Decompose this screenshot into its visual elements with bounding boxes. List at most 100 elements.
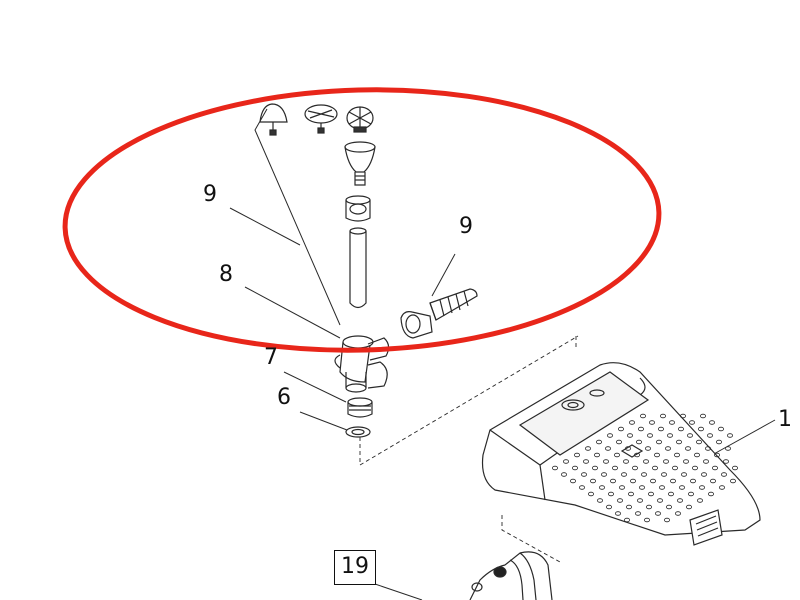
vent-hole xyxy=(689,420,696,425)
vent-hole xyxy=(592,465,599,471)
vent-hole xyxy=(579,485,586,490)
assembly-guide-lines xyxy=(359,335,579,563)
vent-hole xyxy=(563,459,570,464)
vent-hole xyxy=(608,491,615,497)
vent-hole xyxy=(627,433,634,438)
vent-hole xyxy=(583,459,590,464)
vent-hole xyxy=(601,472,608,477)
vent-hole xyxy=(648,491,655,497)
extension-tube xyxy=(349,227,367,309)
vent-hole xyxy=(590,478,597,484)
nozzle-lattice-head xyxy=(346,106,374,133)
vent-hole xyxy=(707,433,714,438)
vent-hole xyxy=(730,478,737,484)
vent-hole xyxy=(612,465,619,471)
vent-hole xyxy=(640,413,647,419)
vent-hole xyxy=(686,504,693,510)
vent-hole xyxy=(718,426,725,432)
vent-hole xyxy=(597,498,604,503)
vent-hole xyxy=(594,452,601,458)
vent-hole xyxy=(649,420,656,425)
vent-hole xyxy=(685,446,692,451)
vent-hole xyxy=(688,491,695,497)
vent-hole xyxy=(669,420,676,425)
vent-hole xyxy=(719,485,726,490)
vent-hole xyxy=(694,452,701,458)
vent-hole xyxy=(634,452,641,458)
vent-hole xyxy=(618,426,625,432)
vent-hole xyxy=(698,426,705,432)
vent-hole xyxy=(687,433,694,438)
pump-body xyxy=(469,551,553,600)
vent-hole xyxy=(657,498,664,503)
nozzle-cross-head xyxy=(304,104,338,134)
vent-hole xyxy=(716,439,723,445)
vent-hole xyxy=(570,478,577,484)
vent-hole xyxy=(700,413,707,419)
vent-hole xyxy=(674,452,681,458)
vent-hole xyxy=(725,446,732,451)
callout-8: 8 xyxy=(219,262,233,287)
vent-hole xyxy=(712,465,719,471)
callout-7: 7 xyxy=(264,345,278,370)
vent-hole xyxy=(623,459,630,464)
vent-hole xyxy=(660,413,667,419)
callout-6: 6 xyxy=(277,385,291,410)
vent-hole xyxy=(624,517,631,523)
vent-hole xyxy=(636,439,643,445)
vent-hole xyxy=(621,472,628,477)
vent-hole xyxy=(652,465,659,471)
vent-hole xyxy=(727,433,734,438)
vent-hole xyxy=(666,504,673,510)
vent-hole xyxy=(635,511,642,516)
vent-hole xyxy=(641,472,648,477)
vent-hole xyxy=(710,478,717,484)
vent-hole xyxy=(647,433,654,438)
vent-hole xyxy=(714,452,721,458)
vent-hole xyxy=(678,426,685,432)
vent-hole xyxy=(572,465,579,471)
vent-hole xyxy=(626,504,633,510)
leader-lines xyxy=(229,108,776,600)
vent-hole xyxy=(619,485,626,490)
vent-hole xyxy=(681,472,688,477)
vent-hole xyxy=(616,439,623,445)
vent-hole xyxy=(701,472,708,477)
vent-hole xyxy=(603,459,610,464)
callout-19: 19 xyxy=(334,550,376,585)
vent-hole xyxy=(581,472,588,477)
vent-hole xyxy=(650,478,657,484)
vent-hole xyxy=(664,517,671,523)
vent-hole xyxy=(610,478,617,484)
vent-hole xyxy=(639,485,646,490)
vent-hole xyxy=(606,504,613,510)
vent-hole xyxy=(645,446,652,451)
vent-hole xyxy=(683,459,690,464)
vent-hole xyxy=(668,491,675,497)
vent-hole xyxy=(625,446,632,451)
vent-hole xyxy=(699,485,706,490)
vent-hole xyxy=(676,439,683,445)
vent-hole xyxy=(599,485,606,490)
vent-hole xyxy=(670,478,677,484)
vent-hole xyxy=(661,472,668,477)
filter-housing-lid xyxy=(481,362,761,546)
vent-hole xyxy=(628,491,635,497)
vent-hole xyxy=(658,426,665,432)
vent-hole xyxy=(663,459,670,464)
callout-9-right: 9 xyxy=(459,214,473,239)
vent-hole xyxy=(630,478,637,484)
vent-hole xyxy=(637,498,644,503)
threaded-connector xyxy=(347,397,373,418)
vent-hole xyxy=(638,426,645,432)
nozzle-bell-head xyxy=(259,103,288,136)
callout-9-left: 9 xyxy=(203,182,217,207)
vent-hole xyxy=(596,439,603,445)
vent-hole xyxy=(588,491,595,497)
vent-hole xyxy=(632,465,639,471)
vent-hole xyxy=(585,446,592,451)
vent-hole xyxy=(672,465,679,471)
vent-hole xyxy=(655,511,662,516)
